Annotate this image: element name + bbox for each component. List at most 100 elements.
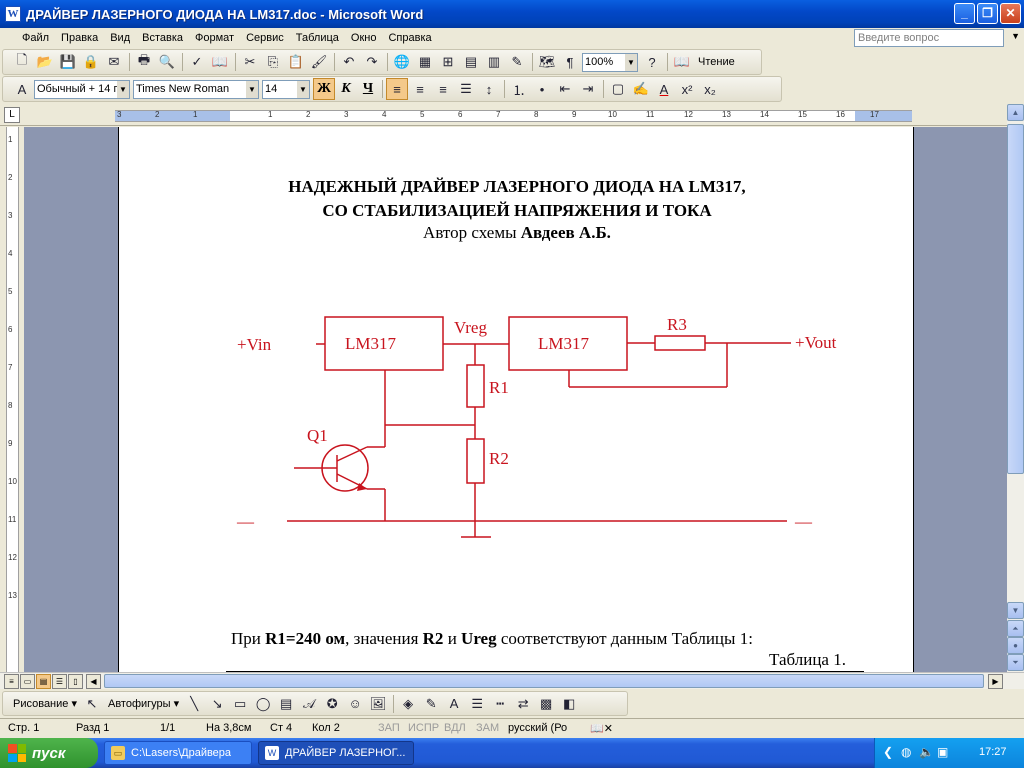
select-objects-icon[interactable]: ↖ — [86, 695, 98, 711]
clock[interactable]: 17:27 — [979, 746, 1007, 758]
next-page-icon[interactable]: ⏷ — [1007, 654, 1024, 671]
font-select[interactable]: Times New Roman▼ — [133, 79, 259, 99]
close-button[interactable]: ✕ — [1000, 3, 1021, 24]
document-map-icon[interactable]: 🗺 — [538, 54, 556, 69]
bullets-icon[interactable]: • — [539, 81, 545, 97]
redo-icon[interactable]: ↷ — [366, 54, 378, 69]
italic-button[interactable]: К — [341, 81, 351, 96]
research-icon[interactable]: 📖 — [211, 54, 229, 69]
rectangle-icon[interactable]: ▭ — [233, 695, 247, 711]
reading-view-icon[interactable]: ▯ — [68, 674, 83, 689]
3d-icon[interactable]: ◧ — [562, 695, 576, 711]
status-overtype[interactable]: ЗАМ — [476, 722, 500, 734]
chevron-down-icon[interactable]: ▼ — [297, 80, 309, 98]
fill-color-icon[interactable]: ◈ — [403, 695, 414, 711]
save-icon[interactable]: 💾 — [59, 54, 77, 69]
picture-icon[interactable]: 🖼 — [369, 695, 387, 711]
clip-art-icon[interactable]: ☺ — [348, 696, 362, 711]
status-record[interactable]: ЗАП — [378, 722, 400, 734]
start-button[interactable]: пуск — [0, 738, 98, 768]
autoshapes-menu-button[interactable]: Автофигуры ▾ — [107, 698, 180, 710]
menu-file[interactable]: Файл — [22, 32, 50, 44]
dash-style-icon[interactable]: ┅ — [496, 695, 505, 711]
show-formatting-icon[interactable]: ¶ — [566, 54, 574, 70]
help-icon[interactable]: ? — [648, 54, 656, 70]
columns-icon[interactable]: ▥ — [487, 54, 501, 69]
tray-expand-icon[interactable]: ❮ — [883, 745, 894, 759]
line-style-icon[interactable]: ☰ — [471, 695, 483, 711]
align-center-icon[interactable]: ≡ — [416, 81, 424, 97]
network-icon[interactable]: ◍ — [901, 745, 912, 759]
print-icon[interactable]: 🖶 — [137, 52, 151, 67]
numbering-icon[interactable]: ⒈ — [512, 82, 526, 98]
taskbar-item-word[interactable]: W ДРАЙВЕР ЛАЗЕРНОГ... — [258, 741, 414, 765]
tables-borders-icon[interactable]: ▦ — [418, 54, 432, 69]
outline-view-icon[interactable]: ☰ — [52, 674, 67, 689]
font-color-icon[interactable]: A — [449, 696, 459, 711]
justify-icon[interactable]: ☰ — [460, 81, 472, 96]
open-folder-icon[interactable]: 📂 — [36, 54, 54, 69]
menu-table[interactable]: Таблица — [295, 32, 339, 44]
word-doc-icon[interactable]: W — [5, 6, 21, 22]
permission-icon[interactable]: 🔒 — [82, 54, 100, 69]
normal-view-icon[interactable]: ≡ — [4, 674, 19, 689]
subscript-icon[interactable]: x₂ — [704, 81, 716, 97]
diagram-icon[interactable]: ✪ — [326, 695, 338, 711]
highlight-icon[interactable]: ✍ — [632, 81, 650, 96]
menu-insert[interactable]: Вставка — [142, 32, 184, 44]
arrow-style-icon[interactable]: ⇄ — [517, 695, 529, 711]
style-select[interactable]: Обычный + 14 г▼ — [34, 79, 130, 99]
format-painter-icon[interactable]: 🖌 — [310, 54, 328, 69]
menu-format[interactable]: Формат — [195, 32, 235, 44]
bold-button[interactable]: Ж — [313, 78, 335, 100]
tab-selector[interactable]: L — [4, 107, 20, 123]
minimize-button[interactable]: _ — [954, 3, 975, 24]
line-color-icon[interactable]: ✎ — [425, 695, 437, 711]
drawing-menu-button[interactable]: Рисование ▾ — [13, 698, 77, 710]
insert-table-icon[interactable]: ⊞ — [442, 54, 454, 69]
superscript-icon[interactable]: x² — [681, 81, 693, 97]
ruler-track[interactable]: 1 2 3 4 5 6 7 8 9 10 11 12 13 — [6, 127, 19, 672]
spelling-icon[interactable]: ✓ — [191, 54, 203, 69]
status-language[interactable]: русский (Ро — [508, 722, 568, 734]
scroll-right-icon[interactable]: ▶ — [988, 674, 1003, 689]
safely-remove-icon[interactable]: ▣ — [937, 745, 949, 759]
font-size-select[interactable]: 14▼ — [262, 79, 310, 99]
browse-object-icon[interactable]: ● — [1007, 637, 1024, 654]
menu-window[interactable]: Окно — [350, 32, 377, 44]
line-icon[interactable]: ╲ — [190, 695, 199, 711]
line-spacing-icon[interactable]: ↕ — [485, 81, 493, 97]
undo-icon[interactable]: ↶ — [343, 54, 355, 69]
menu-edit[interactable]: Правка — [61, 32, 99, 44]
volume-icon[interactable]: 🔈 — [919, 745, 934, 759]
print-layout-icon[interactable]: ▤ — [36, 674, 51, 689]
taskbar-item-explorer[interactable]: ▭ C:\Lasers\Драйвера — [104, 741, 252, 765]
ask-question-input[interactable]: Введите вопрос — [854, 29, 1004, 47]
increase-indent-icon[interactable]: ⇥ — [582, 81, 594, 96]
align-right-icon[interactable]: ≡ — [439, 81, 447, 97]
text-box-icon[interactable]: ▤ — [279, 695, 293, 711]
insert-excel-icon[interactable]: ▤ — [464, 54, 478, 69]
underline-button[interactable]: Ч — [362, 81, 374, 96]
styles-icon[interactable]: A — [17, 81, 27, 97]
document-page[interactable]: НАДЕЖНЫЙ ДРАЙВЕР ЛАЗЕРНОГО ДИОДА НА LM31… — [118, 127, 914, 672]
ruler-track[interactable]: 3 2 1 1 2 3 4 5 6 7 8 9 10 11 12 13 14 1… — [115, 110, 912, 122]
arrow-icon[interactable]: ↘ — [211, 695, 223, 711]
chevron-down-icon[interactable]: ▼ — [1011, 31, 1020, 41]
menu-tools[interactable]: Сервис — [246, 32, 284, 44]
chevron-down-icon[interactable]: ▼ — [625, 53, 637, 71]
new-document-icon[interactable]: 🗋 — [16, 52, 28, 67]
scroll-down-icon[interactable]: ▼ — [1007, 602, 1024, 619]
circuit-schematic[interactable]: +Vin LM317 Vreg LM317 R3 +Vout R1 R2 Q1 … — [119, 127, 915, 547]
drawing-icon[interactable]: ✎ — [511, 54, 523, 69]
hyperlink-icon[interactable]: 🌐 — [393, 54, 411, 69]
scroll-up-icon[interactable]: ▲ — [1007, 104, 1024, 121]
shadow-icon[interactable]: ▩ — [539, 695, 553, 711]
chevron-down-icon[interactable]: ▼ — [246, 80, 258, 98]
menu-view[interactable]: Вид — [110, 32, 131, 44]
horizontal-scrollbar[interactable]: ≡ ▭ ▤ ☰ ▯ ◀ ▶ — [0, 672, 1024, 689]
zoom-select[interactable]: 100%▼ — [582, 52, 638, 72]
spelling-status-icon[interactable]: 📖✕ — [590, 723, 613, 735]
status-track-changes[interactable]: ИСПР — [408, 722, 440, 734]
maximize-button[interactable]: ❐ — [977, 3, 998, 24]
